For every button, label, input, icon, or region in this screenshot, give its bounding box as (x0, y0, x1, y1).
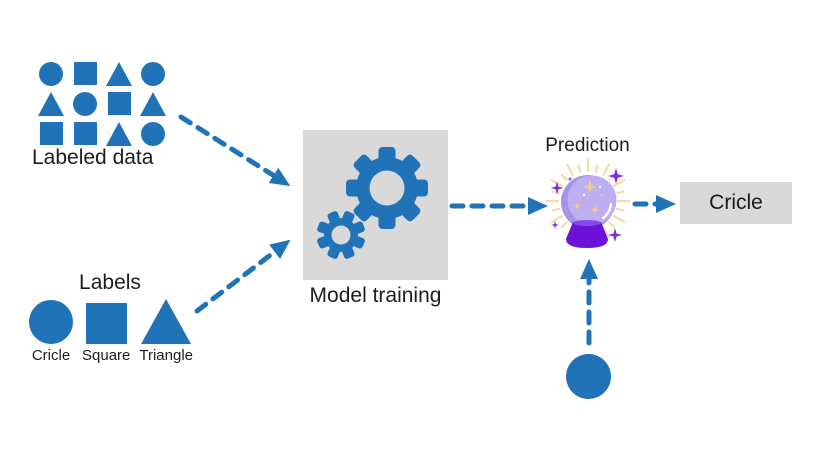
ray (613, 215, 626, 223)
output-box: Cricle (680, 182, 792, 224)
label-item-square: Square (82, 303, 130, 364)
crystal-ball-icon (545, 158, 631, 248)
sparkle-small (567, 176, 573, 182)
prediction-caption: Prediction (545, 135, 630, 156)
circle-shape (141, 121, 165, 146)
large-gear (346, 147, 428, 229)
ray (551, 190, 560, 195)
ray (602, 226, 610, 239)
triangle-shape (106, 61, 132, 86)
ray (577, 164, 582, 173)
sparkle-left (550, 181, 564, 195)
square-shape (73, 62, 97, 85)
inner-dot-2 (599, 186, 601, 188)
inner-dot-1 (582, 193, 586, 197)
ray (602, 163, 610, 176)
labeled-data-title: Labeled data (32, 146, 154, 169)
model-training-box (303, 130, 448, 280)
crystal-ball-inner (567, 175, 617, 225)
square-shape (39, 122, 63, 145)
model-training-caption: Model training (309, 284, 442, 307)
labels-title: Labels (79, 271, 141, 294)
ray (608, 221, 616, 229)
ray (566, 163, 574, 176)
square-shape (73, 122, 97, 145)
circle-shape (141, 61, 165, 86)
circle-shape (29, 300, 73, 344)
label-caption: Triangle (139, 347, 194, 364)
arrow-labels-to-model (194, 239, 291, 314)
ray (613, 179, 626, 187)
crystal-base (566, 222, 608, 248)
inner-sparkle-4 (599, 192, 605, 198)
sparkle-bottom-right (608, 228, 622, 242)
crystal-base-rim (573, 220, 601, 226)
circle-shape (39, 61, 63, 86)
label-item-circle: Cricle (29, 300, 73, 364)
triangle-shape (140, 91, 166, 116)
square-shape (85, 303, 127, 344)
ray (550, 215, 563, 223)
label-caption: Cricle (31, 347, 71, 364)
ray (551, 207, 560, 212)
ray (616, 207, 625, 212)
label-item-triangle: Triangle (139, 299, 193, 364)
inner-sparkle-3 (590, 205, 600, 215)
ball-highlight (601, 202, 613, 220)
sparkle-bottom-left (551, 221, 559, 229)
ray (594, 164, 599, 173)
square-shape (107, 92, 131, 115)
small-gear (317, 211, 365, 259)
output-label: Cricle (709, 191, 763, 214)
triangle-shape (38, 91, 64, 116)
ray (616, 190, 625, 195)
test-input-circle (566, 354, 611, 399)
triangle-shape (141, 299, 192, 344)
labeled-data-grid (38, 60, 166, 147)
triangle-shape (106, 121, 132, 146)
ray (560, 221, 568, 229)
inner-sparkle-1 (583, 180, 597, 194)
label-caption: Square (82, 347, 131, 364)
gears-icon (317, 147, 428, 259)
arrow-labeled-data-to-model (178, 114, 291, 187)
inner-sparkle-2 (572, 201, 582, 211)
ray (560, 173, 568, 181)
labels-row: Cricle Square Triangle (29, 299, 193, 364)
sparkle-top-right (608, 168, 624, 184)
circle-shape (73, 91, 97, 116)
